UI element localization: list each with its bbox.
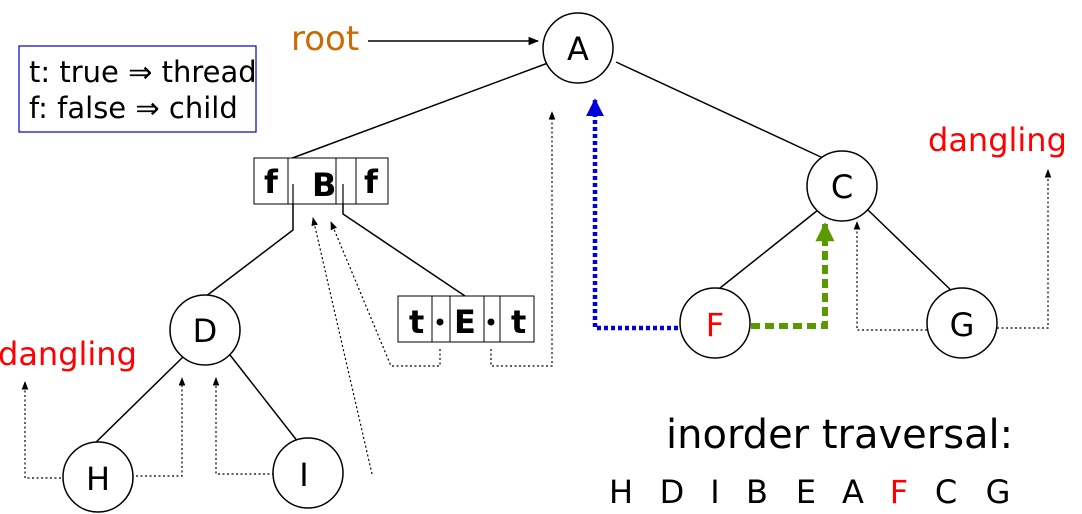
node-b-right-flag-cell (335, 157, 357, 205)
edge-c-g (867, 209, 958, 297)
traversal-item: I (710, 473, 719, 511)
thread-i-left-to-d (212, 377, 274, 475)
node-i-label: I (299, 456, 308, 494)
legend-line-child: f: false ⇒ child (29, 91, 238, 125)
dangling-label-right: dangling (928, 121, 1067, 159)
traversal-item: C (935, 473, 957, 511)
legend-box (18, 45, 257, 133)
node-h-label: H (86, 460, 110, 498)
traversal-item: E (796, 473, 816, 511)
traversal-item: G (986, 473, 1011, 511)
node-e-right-flag: t (511, 303, 526, 341)
node-a-label: A (567, 30, 589, 68)
node-e-left-flag: t (409, 303, 424, 341)
edge-b-d (196, 188, 294, 304)
node-b-data: B (312, 166, 336, 204)
traversal-item: D (660, 473, 685, 511)
node-b-right-flag: f (364, 163, 379, 201)
thread-g-right-dangling (997, 169, 1052, 329)
node-e: t E t (397, 295, 535, 343)
node-c-label: C (831, 168, 853, 206)
edge-d-i (229, 354, 303, 448)
node-d-circle (169, 294, 241, 366)
thread-g-left-to-c (853, 221, 927, 331)
node-d: D (169, 294, 241, 366)
traversal-item: H (609, 473, 633, 511)
legend-line-thread: t: true ⇒ thread (29, 55, 257, 89)
thread-h-left-dangling (21, 381, 61, 479)
node-i: I (272, 437, 344, 509)
node-e-right-pointer-dot (487, 318, 495, 326)
edge-d-h (86, 354, 186, 452)
node-a-circle (542, 12, 614, 84)
dangling-label-left: dangling (0, 335, 137, 373)
traversal-item: F (890, 473, 908, 511)
node-h-circle (62, 441, 134, 513)
node-g-circle (926, 287, 998, 359)
node-d-label: D (193, 312, 218, 350)
thread-i-right-to-b (311, 217, 373, 475)
root-label: root (291, 19, 359, 59)
node-f-label: F (706, 306, 724, 344)
node-b: f B f (253, 157, 389, 205)
node-b-left-flag: f (264, 163, 279, 201)
node-g-label: G (950, 306, 975, 344)
edge-c-f (709, 209, 819, 297)
node-e-data-cell (449, 295, 485, 343)
thread-h-right-to-d (136, 377, 186, 477)
node-a: A (542, 12, 614, 84)
node-e-data: E (454, 303, 476, 341)
edge-a-b (286, 62, 549, 161)
node-h: H (62, 441, 134, 513)
thread-e-left-to-b (330, 221, 441, 367)
traversal-title: inorder traversal: (666, 412, 1013, 458)
thread-links (21, 111, 1052, 479)
node-e-right-flag-cell (499, 295, 535, 343)
node-e-left-pointer-dot (436, 318, 444, 326)
node-i-circle (272, 437, 344, 509)
traversal-item: A (842, 473, 864, 511)
traversal-sequence: H D I B E A F C G (609, 473, 1010, 511)
edge-a-c (615, 61, 824, 159)
node-f-circle (679, 287, 751, 359)
node-f: F (679, 287, 751, 359)
thread-f-right-to-c (751, 222, 835, 329)
node-b-right-flag-box (355, 157, 389, 205)
traversal-item: B (746, 473, 768, 511)
thread-f-left-to-a (586, 98, 678, 331)
node-g: G (926, 287, 998, 359)
node-c-circle (806, 150, 878, 222)
node-c: C (806, 150, 878, 222)
